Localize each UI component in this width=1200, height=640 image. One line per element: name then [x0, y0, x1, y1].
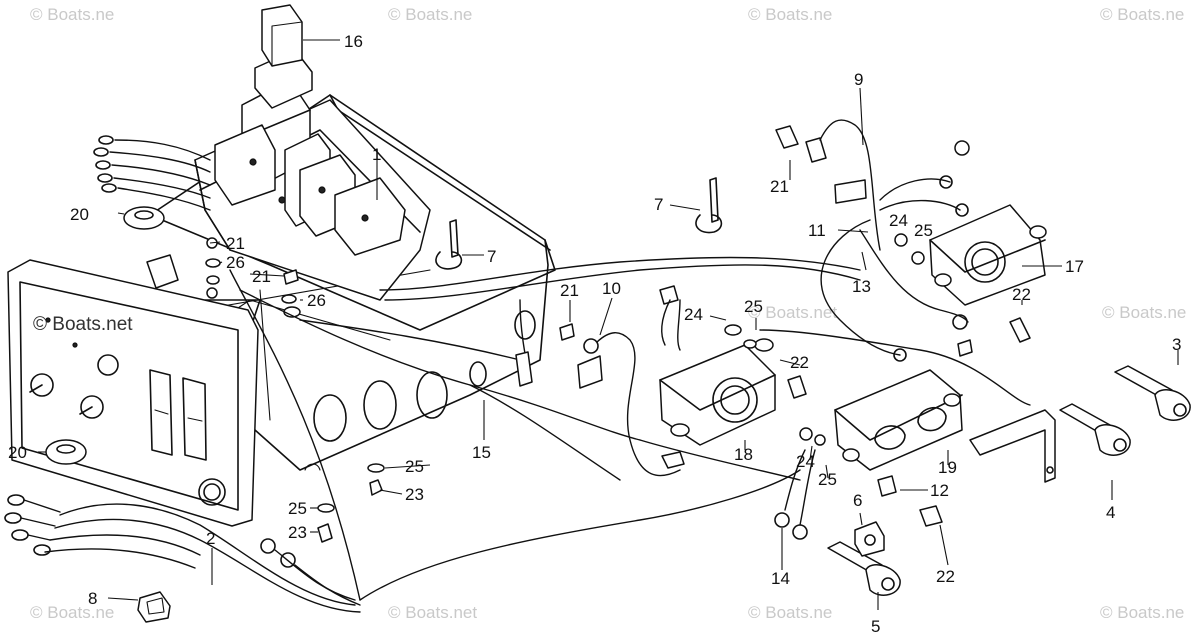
harness-top-left [93, 135, 211, 211]
callout-8: 8 [88, 589, 97, 608]
callout-11: 11 [808, 221, 826, 240]
harness-15 [229, 256, 1031, 601]
callout-numbers: 16 1 20 21 26 21 26 7 9 21 7 11 24 25 13… [8, 32, 1181, 636]
wire-10-14-12 [577, 285, 943, 540]
callout-2: 2 [206, 529, 215, 548]
callout-23-lower: 23 [405, 485, 424, 504]
watermarks: © Boats.ne © Boats.ne © Boats.ne © Boats… [30, 5, 1186, 622]
callout-21-mid: 21 [252, 267, 271, 286]
callout-10: 10 [602, 279, 621, 298]
callout-16: 16 [344, 32, 363, 51]
outlet-17 [894, 204, 1047, 343]
watermark-bottom-far-right: © Boats.ne [1100, 603, 1184, 622]
watermark-top-left: © Boats.ne [30, 5, 114, 24]
callout-25-low: 25 [818, 470, 837, 489]
leader-lines [38, 39, 1179, 610]
callout-19: 19 [938, 458, 957, 477]
watermark-bottom-mid: © Boats.net [388, 603, 477, 622]
wire-9-11-13 [775, 119, 973, 362]
callout-24-low: 24 [796, 452, 815, 471]
callout-4: 4 [1106, 503, 1115, 522]
callout-24-center: 24 [684, 305, 703, 324]
watermark-top-mid: © Boats.ne [388, 5, 472, 24]
watermark-top-right: © Boats.ne [748, 5, 832, 24]
binding-post-3 [1114, 365, 1191, 421]
callout-3: 3 [1172, 335, 1181, 354]
callout-20-top: 20 [70, 205, 89, 224]
callout-6: 6 [853, 491, 862, 510]
callout-1: 1 [372, 145, 381, 164]
callout-22-bottom: 22 [936, 567, 955, 586]
callout-25-lower: 25 [405, 457, 424, 476]
watermark-middle: © Boats.net [748, 303, 837, 322]
callout-26-mid: 26 [307, 291, 326, 310]
connector-8 [137, 591, 171, 623]
harness-2 [4, 494, 361, 613]
watermark-bottom-right: © Boats.ne [748, 603, 832, 622]
callout-17: 17 [1065, 257, 1084, 276]
outlet-19 [799, 369, 963, 471]
grommet-20-top [123, 206, 165, 230]
cable-tie-7-center [435, 219, 463, 270]
watermark-bottom-left: © Boats.ne [30, 603, 114, 622]
terminal-block [194, 4, 431, 301]
callout-7-right: 7 [654, 195, 663, 214]
callout-12: 12 [930, 481, 949, 500]
watermark-middle-right: © Boats.ne [1102, 303, 1186, 322]
callout-21-center: 21 [560, 281, 579, 300]
grommet-20-bottom [45, 439, 87, 465]
callout-21-left: 21 [226, 234, 245, 253]
callout-26-left: 26 [226, 253, 245, 272]
callout-25-bottom: 25 [288, 499, 307, 518]
callout-14: 14 [771, 569, 790, 588]
cable-tie-7-right [695, 177, 723, 234]
callout-15: 15 [472, 443, 491, 462]
callout-18: 18 [734, 445, 753, 464]
callout-20-bottom: 20 [8, 443, 27, 462]
callout-23-bottom: 23 [288, 523, 307, 542]
callout-7-center: 7 [487, 247, 496, 266]
callout-24-top: 24 [889, 211, 908, 230]
watermark-top-far-right: © Boats.ne [1100, 5, 1184, 24]
binding-post-5 [827, 541, 901, 596]
callout-13: 13 [852, 277, 871, 296]
callout-9: 9 [854, 70, 863, 89]
clip-6 [854, 521, 885, 557]
watermark-front-panel: © Boats.net [33, 314, 133, 335]
binding-post-4 [1059, 403, 1131, 456]
outlet-18 [659, 324, 807, 446]
callout-22-top: 22 [1012, 285, 1031, 304]
callout-5: 5 [871, 617, 880, 636]
callout-22-center: 22 [790, 353, 809, 372]
callout-25-center: 25 [744, 297, 763, 316]
callout-21-top-right: 21 [770, 177, 789, 196]
small-hardware [146, 237, 575, 543]
bracket [969, 409, 1056, 483]
callout-25-top: 25 [914, 221, 933, 240]
